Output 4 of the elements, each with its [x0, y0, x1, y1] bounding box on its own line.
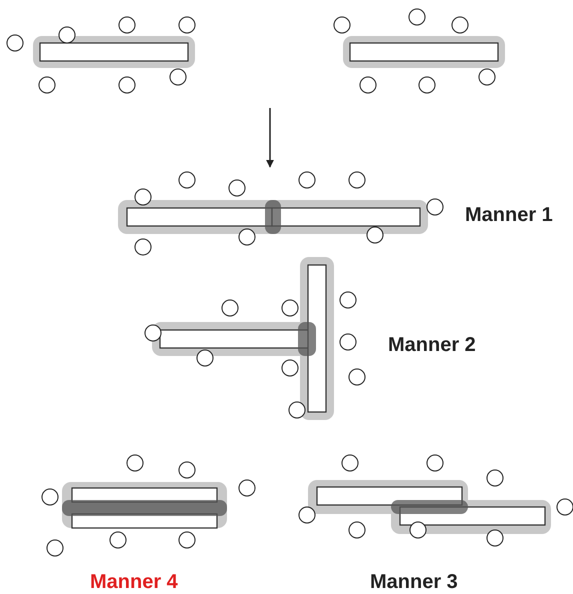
panel-label: Manner 1	[465, 205, 553, 225]
panel-label: Manner 2	[388, 335, 476, 355]
panel-label: Manner 4	[90, 572, 178, 592]
panel-label: Manner 3	[370, 572, 458, 592]
